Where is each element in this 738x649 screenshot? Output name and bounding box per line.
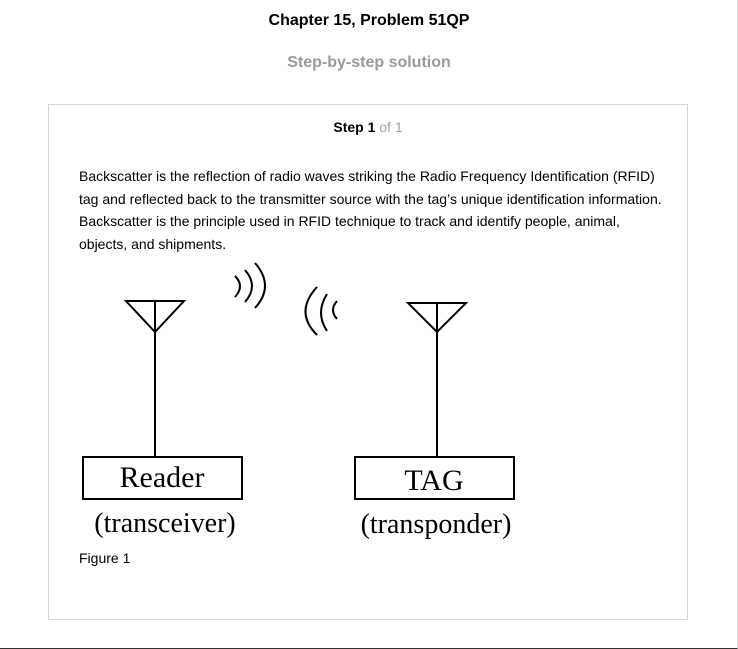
solution-card: Step 1 of 1 Backscatter is the reflectio… (48, 104, 688, 620)
chapter-title: Chapter 15, Problem 51QP (268, 12, 470, 29)
tag-label: TAG (404, 464, 463, 497)
outgoing-wave-icon (234, 262, 266, 309)
tag-antenna (405, 302, 469, 457)
step-heading: Step 1 of 1 (49, 119, 687, 135)
backscatter-wave-icon (304, 286, 338, 336)
step-explanation: Backscatter is the reflection of radio w… (79, 168, 662, 252)
reader-caption: (transceiver) (94, 508, 235, 539)
tag-caption: (transponder) (361, 509, 512, 540)
reader-box (82, 456, 243, 500)
figure-caption: Figure 1 (79, 550, 131, 566)
reader-antenna (123, 300, 187, 457)
step-label: Step 1 (333, 119, 376, 135)
reader-label: Reader (120, 461, 205, 494)
tag-box (354, 456, 515, 500)
solution-subtitle: Step-by-step solution (287, 54, 451, 71)
rfid-diagram: Reader (transceiver) TAG (transponder) (82, 262, 515, 540)
step-count: of 1 (379, 119, 403, 135)
